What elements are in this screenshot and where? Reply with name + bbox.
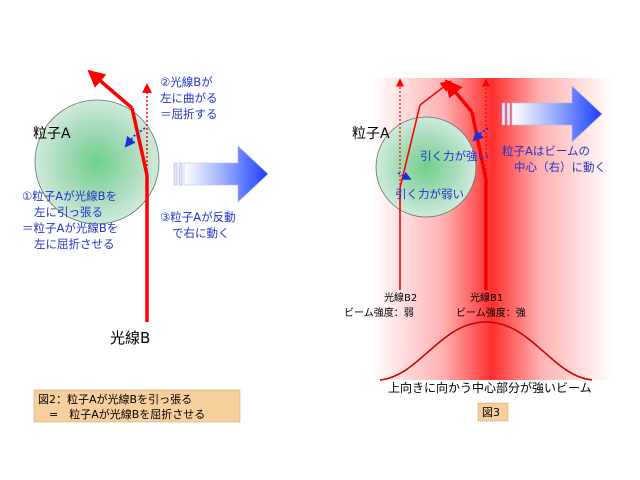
svg-text:ビーム強度：強: ビーム強度：強	[456, 306, 526, 319]
svg-text:＝粒子Aが光線Bを: ＝粒子Aが光線Bを	[22, 221, 118, 235]
ray-b1-refracted	[470, 111, 488, 181]
ray-b2-label: 光線B2 ビーム強度：弱	[344, 291, 417, 319]
svg-text:光線B2: 光線B2	[384, 291, 417, 304]
svg-text:粒子Aはビームの: 粒子Aはビームの	[502, 144, 590, 158]
note-1-pulls-left: ①粒子Aが光線Bを 左に引っ張る ＝粒子Aが光線Bを 左に屈折させる	[22, 189, 118, 251]
ray-b1-exit	[444, 79, 474, 114]
strong-pull-arrow	[472, 127, 489, 142]
svg-text:図2：粒子Aが光線Bを引っ張る: 図2：粒子Aが光線Bを引っ張る	[38, 392, 192, 406]
beam-intensity-curve	[379, 321, 593, 381]
exiting-ray	[87, 69, 134, 110]
svg-text:中心（右）に動く: 中心（右）に動く	[514, 160, 606, 174]
svg-text:左に屈折させる: 左に屈折させる	[34, 237, 115, 251]
svg-text:左に引っ張る: 左に引っ張る	[34, 205, 103, 219]
note-3-moves-right: ③粒子Aが反動 で右に動く	[160, 210, 236, 240]
figure-2-caption: 図2：粒子Aが光線Bを引っ張る = 粒子Aが光線Bを屈折させる	[33, 389, 241, 423]
figure-2: 粒子A 光線B ②光線Bが 左に曲がる ＝屈折する ①粒子Aが光線Bを 左に引っ…	[22, 69, 269, 423]
svg-text:＝屈折する: ＝屈折する	[160, 107, 218, 121]
weak-pull-label: 引く力が弱い	[395, 187, 464, 201]
svg-text:①粒子Aが光線Bを: ①粒子Aが光線Bを	[22, 189, 117, 203]
svg-text:②光線Bが: ②光線Bが	[160, 75, 213, 89]
pull-direction-arrow	[124, 127, 146, 148]
svg-text:光線B1: 光線B1	[470, 291, 503, 304]
beam-caption: 上向きに向かう中心部分が強いビーム	[388, 380, 592, 395]
svg-text:で右に動く: で右に動く	[172, 226, 230, 240]
ray-b-label: 光線B	[110, 329, 150, 347]
refracted-ray-inside	[130, 107, 149, 176]
recoil-arrow	[173, 145, 269, 203]
particle-a-label: 粒子A	[352, 126, 390, 142]
move-right-arrow	[501, 85, 603, 143]
ray-b1-label: 光線B1 ビーム強度：強	[456, 291, 526, 319]
figure-3: 粒子A 引く力が強い 引く力が弱い 粒子Aはビームの 中心（右）に動く 光線B2…	[344, 78, 612, 422]
svg-text:= 粒子Aが光線Bを屈折させる: = 粒子Aが光線Bを屈折させる	[38, 407, 205, 421]
particle-a-ball	[375, 116, 477, 218]
svg-text:左に曲がる: 左に曲がる	[160, 91, 218, 105]
svg-text:ビーム強度：弱: ビーム強度：弱	[344, 306, 414, 319]
svg-text:図3: 図3	[482, 406, 500, 419]
move-to-center-note: 粒子Aはビームの 中心（右）に動く	[502, 144, 606, 174]
particle-a-ball	[34, 99, 160, 225]
svg-text:③粒子Aが反動: ③粒子Aが反動	[160, 210, 236, 224]
particle-a-label: 粒子A	[33, 126, 71, 142]
note-2-bends-left: ②光線Bが 左に曲がる ＝屈折する	[160, 75, 218, 121]
figure-3-label: 図3	[477, 402, 509, 422]
strong-pull-label: 引く力が強い	[420, 149, 489, 163]
